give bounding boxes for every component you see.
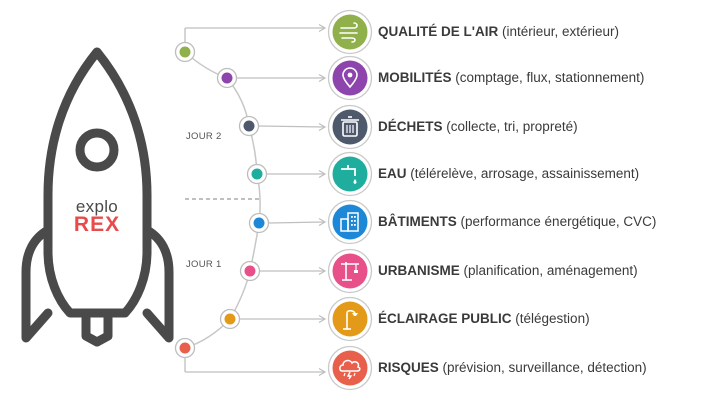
timeline-curve xyxy=(184,51,261,349)
connector-line xyxy=(268,221,325,224)
theme-badge xyxy=(332,253,368,289)
timeline-node-dot xyxy=(253,217,265,229)
arrow-head xyxy=(318,169,327,179)
logo-text-rex: REX xyxy=(73,213,121,236)
arrow-head xyxy=(318,23,327,33)
theme-badge xyxy=(332,156,368,192)
location-pin-icon xyxy=(342,67,358,89)
theme-badge xyxy=(332,14,368,50)
faucet-icon xyxy=(341,165,357,184)
theme-detail: (performance énergétique, CVC) xyxy=(460,214,657,229)
timeline-node-dot xyxy=(244,265,256,277)
arrow-head xyxy=(318,367,327,377)
timeline-node-dot xyxy=(221,72,233,84)
theme-row: EAU (télérelève, arrosage, assainissemen… xyxy=(378,163,639,185)
connector-line xyxy=(258,125,325,128)
day-label-1: JOUR 1 xyxy=(186,259,222,270)
timeline-node-dot xyxy=(179,342,191,354)
crane-icon xyxy=(341,262,359,281)
theme-detail: (intérieur, extérieur) xyxy=(501,24,620,39)
theme-detail: (collecte, tri, propreté) xyxy=(446,119,578,134)
street-lamp-icon xyxy=(343,309,358,330)
theme-row: URBANISME (planification, aménagement) xyxy=(378,260,638,282)
theme-row: BÂTIMENTS (performance énergétique, CVC) xyxy=(378,211,656,233)
storm-cloud-icon xyxy=(339,359,361,380)
theme-row: MOBILITÉS (comptage, flux, stationnement… xyxy=(378,67,644,89)
theme-title: MOBILITÉS xyxy=(378,70,452,85)
theme-title: ÉCLAIRAGE PUBLIC xyxy=(378,311,512,326)
rocket-icon xyxy=(21,47,174,347)
arrow-head xyxy=(318,122,327,132)
theme-badge xyxy=(332,301,368,337)
arrow-head xyxy=(318,266,327,276)
theme-badge xyxy=(332,350,368,386)
arrow-head xyxy=(318,314,327,324)
theme-badge xyxy=(332,204,368,240)
timeline-node-dot xyxy=(224,313,236,325)
theme-title: RISQUES xyxy=(378,360,439,375)
theme-detail: (télérelève, arrosage, assainissement) xyxy=(410,166,640,181)
theme-title: QUALITÉ DE L'AIR xyxy=(378,24,499,39)
theme-title: URBANISME xyxy=(378,263,460,278)
arrow-head xyxy=(318,217,327,227)
theme-row: RISQUES (prévision, surveillance, détect… xyxy=(378,357,647,379)
buildings-icon xyxy=(340,212,359,232)
logo-text-explo: explo xyxy=(75,197,119,216)
theme-badge xyxy=(332,60,368,96)
day-label-2: JOUR 2 xyxy=(186,131,222,142)
trash-can-icon xyxy=(341,116,359,137)
theme-row: DÉCHETS (collecte, tri, propreté) xyxy=(378,116,578,138)
theme-title: BÂTIMENTS xyxy=(378,214,457,229)
timeline-node-dot xyxy=(179,46,191,58)
theme-detail: (télégestion) xyxy=(515,311,590,326)
theme-detail: (comptage, flux, stationnement) xyxy=(455,70,645,85)
theme-row: ÉCLAIRAGE PUBLIC (télégestion) xyxy=(378,308,590,330)
wind-icon xyxy=(339,22,358,43)
timeline-node-dot xyxy=(243,120,255,132)
timeline-node-dot xyxy=(251,168,263,180)
arrow-head xyxy=(318,73,327,83)
theme-row: QUALITÉ DE L'AIR (intérieur, extérieur) xyxy=(378,21,619,43)
theme-title: EAU xyxy=(378,166,407,181)
theme-detail: (planification, aménagement) xyxy=(463,263,638,278)
theme-detail: (prévision, surveillance, détection) xyxy=(442,360,647,375)
theme-title: DÉCHETS xyxy=(378,119,443,134)
